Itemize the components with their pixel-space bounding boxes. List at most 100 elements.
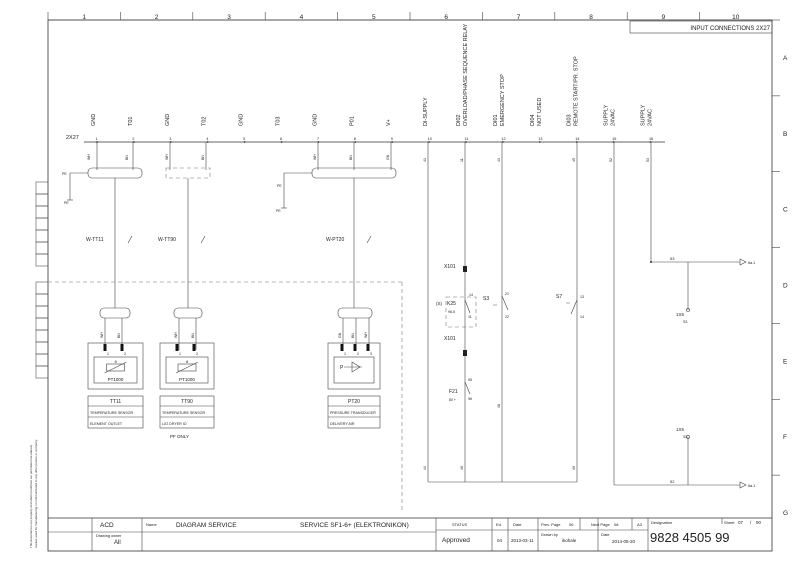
column-label: 2 <box>155 14 159 21</box>
terminal-pin: 10 <box>428 137 432 141</box>
pin-label: 13 <box>580 295 584 299</box>
pin-label: 21 <box>505 292 509 296</box>
terminal-pin: 7 <box>317 137 319 141</box>
next-page: 08 <box>614 522 619 527</box>
terminal-label: DI02 <box>456 114 462 126</box>
designation: 9828 4505 99 <box>650 530 730 545</box>
column-label: 1 <box>82 14 86 21</box>
pin-label: 96 <box>468 397 472 401</box>
sensor-symbol: P <box>340 365 344 371</box>
terminal-label: SUPPLY <box>641 104 647 126</box>
status-label: STATUS <box>452 522 468 527</box>
sensor-type: PT1000 <box>108 377 124 382</box>
terminal-pin: 1 <box>96 137 98 141</box>
column-label: 9 <box>662 14 666 21</box>
terminal-pin: 15 <box>612 137 616 141</box>
cable-label: W-TT11 <box>86 237 104 243</box>
connector-terminal: DI-SUPPLY 10 <box>423 97 432 143</box>
drawing-description: SERVICE SF1-6+ (ELEKTRONIKON) <box>300 522 409 529</box>
terminal-label: SUPPLY <box>604 104 610 126</box>
terminal-label: DI04 <box>530 114 536 126</box>
sensor-pin: 3 <box>370 352 372 356</box>
wire-label: 45 <box>572 158 576 162</box>
terminal-label: V+ <box>386 119 392 126</box>
wire-label: GN <box>386 154 390 160</box>
relay-k25: K25 <box>447 301 456 307</box>
wire-label: 46 <box>460 466 464 470</box>
sheet-separator: / <box>750 520 752 525</box>
column-label: 4 <box>300 14 304 21</box>
terminal-label: DI-SUPPLY <box>423 97 429 126</box>
line-number: 53 <box>670 256 675 261</box>
pin-label: 14 <box>469 293 473 297</box>
drawn-by: ikohale <box>562 538 577 543</box>
wire-label: WH <box>313 154 317 160</box>
sensor-pin: 2 <box>357 352 359 356</box>
edition: 04 <box>497 538 503 543</box>
wire-label: 43 <box>497 158 501 162</box>
terminal-pin: 12 <box>501 137 505 141</box>
cable-label: W-PT20 <box>326 237 344 243</box>
title-block: ACD Name DIAGRAM SERVICE SERVICE SF1-6+ … <box>48 517 772 551</box>
connector-name: 2X27 <box>66 135 79 141</box>
fuse-sub: 80 + <box>449 398 456 402</box>
wire-label: WH <box>364 332 368 338</box>
row-label: A <box>783 55 788 62</box>
owner: All <box>114 540 121 546</box>
pin-label: 11 <box>468 315 472 319</box>
wire-label: 11 <box>460 158 464 162</box>
company: ACD <box>100 522 114 529</box>
terminal-1x5: 1X5 <box>676 312 685 317</box>
wire-label: 44 <box>423 466 427 470</box>
wire-label: 41 <box>423 158 427 162</box>
sensor-desc: PRESSURE TRANSDUCER <box>330 411 376 415</box>
terminal-pin: 2 <box>132 137 134 141</box>
terminal-label: 24VAC <box>648 109 654 126</box>
wire-label: 48 <box>497 404 501 408</box>
side-note-1: This document is our property and shall … <box>29 444 33 548</box>
wire-label: BN <box>351 333 355 338</box>
prev-page: 06 <box>569 522 574 527</box>
sheet-frame <box>47 19 773 552</box>
sensor-symbol: θ <box>115 359 118 364</box>
row-label: F <box>783 434 787 441</box>
sensor-desc: TEMPERATURE SENSOR <box>162 411 205 415</box>
sensor-pin: 1 <box>344 352 346 356</box>
sensor-note: PF ONLY <box>170 434 189 439</box>
column-label: 6 <box>444 14 448 21</box>
left-margin-strips <box>35 181 49 379</box>
terminal-pin: 3 <box>169 137 171 141</box>
terminal-x101: X101 <box>444 336 456 342</box>
row-label: B <box>783 131 787 138</box>
sheet-label: Sheet <box>724 520 735 525</box>
date2-label: Date <box>601 532 610 537</box>
sensor-tag: PT20 <box>348 399 360 405</box>
relay-tag: (S) <box>436 301 443 306</box>
device-labels: X101 X101 K25 (S) 96-5 S3 S7 F21 80 + 21… <box>436 256 755 488</box>
wire-label: BN <box>191 333 195 338</box>
date2: 2014-05-20 <box>612 539 636 544</box>
wire-label: 52 <box>609 158 613 162</box>
column-label: 10 <box>732 14 740 21</box>
sensor-desc: DELIVERY AIR <box>330 422 355 426</box>
sensor-pin: 2 <box>124 352 126 356</box>
sensor-desc: LAT DRYER IO <box>162 422 187 426</box>
drawn-by-label: Drawn by <box>541 532 558 537</box>
row-label: G <box>783 510 788 517</box>
column-label: 7 <box>517 14 521 21</box>
wire-label: BN <box>349 155 353 160</box>
terminal-label: DI01 <box>493 114 499 126</box>
sensor-tag: TT90 <box>181 399 193 405</box>
terminal-pin: 4 <box>206 137 208 141</box>
wire-label: 49 <box>572 466 576 470</box>
cross-ref: 6a.1 <box>748 261 755 265</box>
pin-label: 95 <box>468 378 472 382</box>
terminal-pin: 11 <box>465 137 469 141</box>
